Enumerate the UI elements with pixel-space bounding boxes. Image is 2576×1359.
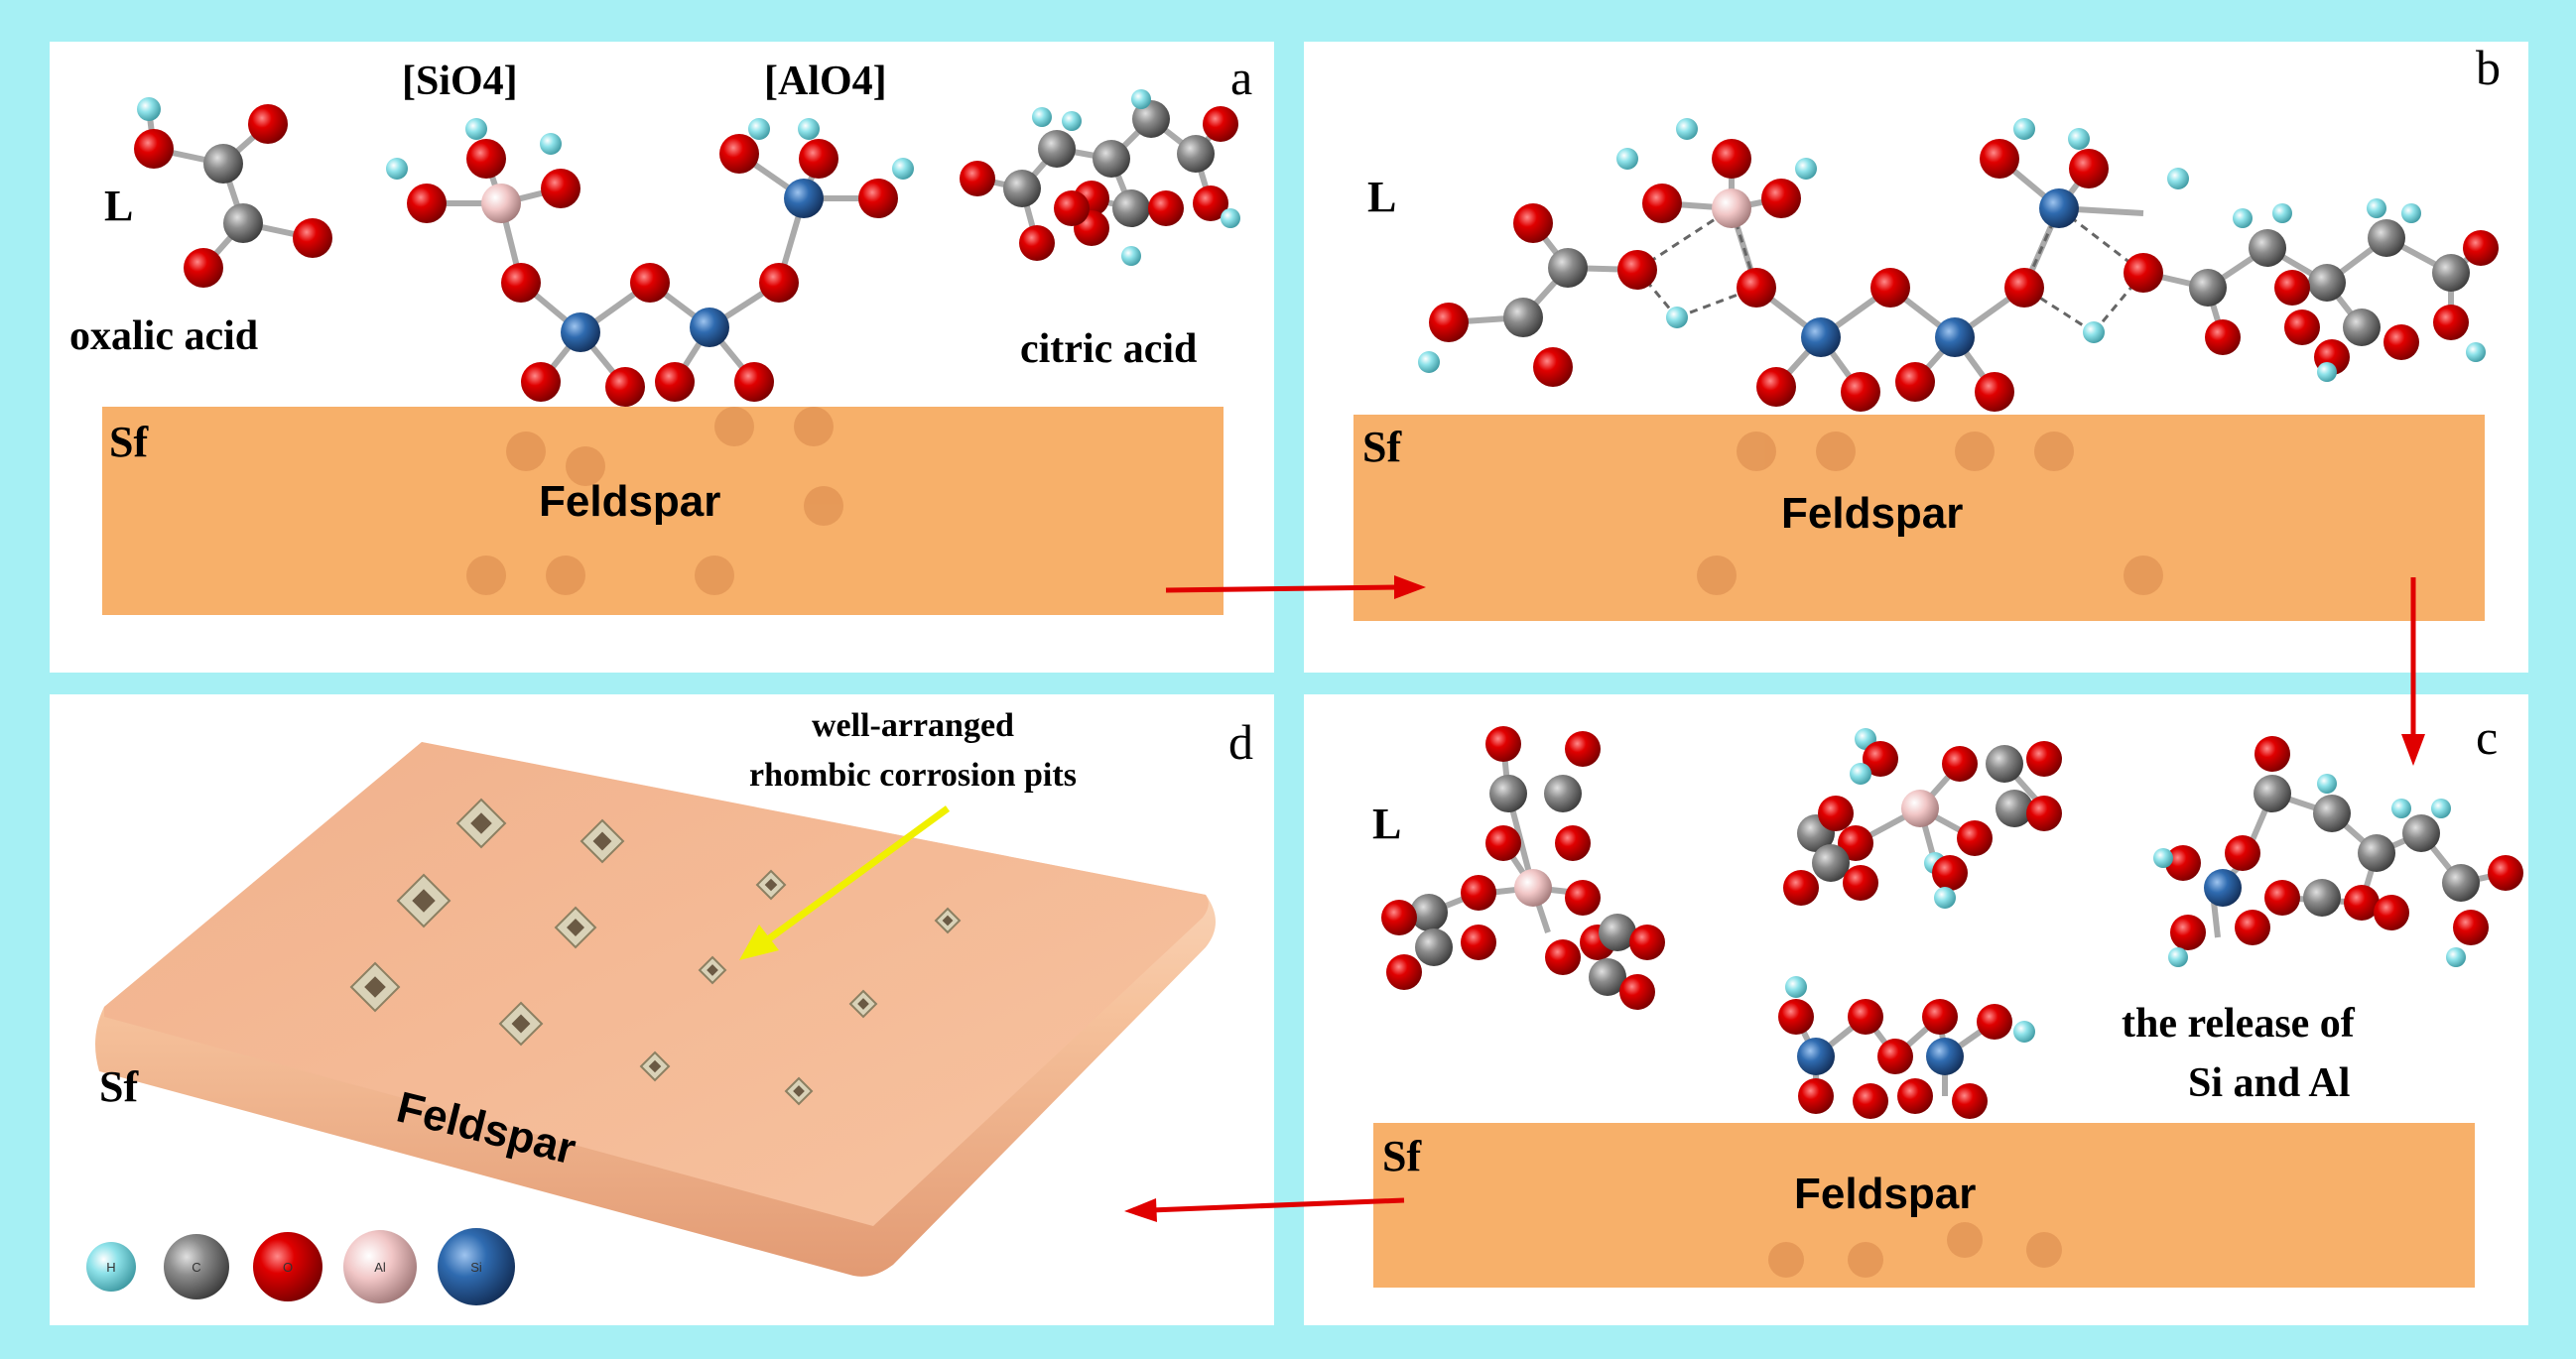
legend-ball-al — [343, 1230, 417, 1303]
corrosion-pit-core — [567, 919, 584, 936]
label-pits-1: well-arranged — [812, 707, 1014, 744]
corrosion-pit-core — [707, 964, 718, 976]
corrosion-pit-core — [592, 831, 612, 851]
label-pits-2: rhombic corrosion pits — [749, 757, 1077, 794]
feldspar-slab-c — [1373, 1123, 2475, 1288]
label-sf-c: Sf — [1382, 1132, 1422, 1180]
label-sf-b: Sf — [1362, 423, 1402, 471]
legend-label-o: O — [283, 1260, 293, 1275]
panel-letter-d: d — [1228, 714, 1253, 770]
arrows — [1124, 575, 2425, 1222]
legend-label-si: Si — [470, 1260, 482, 1275]
atoms-b — [1418, 118, 2499, 412]
label-citric-acid: citric acid — [1020, 326, 1197, 372]
corrosion-pit-core — [764, 878, 778, 892]
label-release-1: the release of — [2122, 1001, 2356, 1047]
label-feldspar-a: Feldspar — [539, 477, 720, 526]
panel-letter-a: a — [1230, 50, 1252, 105]
atoms-citric-a — [960, 89, 1240, 266]
label-sf-d: Sf — [99, 1062, 139, 1111]
panel-letter-b: b — [2476, 40, 2501, 95]
label-oxalic-acid: oxalic acid — [69, 313, 258, 359]
legend-label-c: C — [192, 1260, 200, 1275]
label-feldspar-c: Feldspar — [1794, 1170, 1976, 1218]
legend: H C O Al Si — [86, 1228, 515, 1305]
label-sio4: [SiO4] — [402, 59, 518, 104]
atoms-c — [1381, 726, 2523, 1119]
feldspar-slab-3d — [95, 742, 1216, 1277]
yellow-arrow — [739, 805, 951, 960]
corrosion-pit-core — [793, 1085, 805, 1097]
corrosion-pit-core — [942, 915, 954, 927]
label-L-a: L — [104, 182, 133, 230]
panel-letter-c: c — [2476, 709, 2498, 765]
label-L-c: L — [1372, 800, 1401, 848]
embedded-atoms — [466, 407, 2163, 1278]
legend-ball-o — [253, 1232, 322, 1301]
atoms-oxalic-a — [134, 97, 332, 288]
label-L-b: L — [1367, 173, 1396, 221]
legend-ball-si — [438, 1228, 515, 1305]
feldspar-slab-b — [1353, 415, 2485, 621]
corrosion-pit-core — [470, 812, 492, 834]
label-alo4: [AlO4] — [764, 59, 887, 104]
legend-label-h: H — [106, 1260, 115, 1275]
label-sf-a: Sf — [109, 418, 149, 466]
corrosion-pit-core — [511, 1014, 531, 1034]
corrosion-pit-core — [412, 889, 436, 913]
legend-ball-c — [164, 1234, 229, 1299]
corrosion-pit-core — [648, 1059, 662, 1073]
legend-ball-h — [86, 1242, 136, 1292]
label-feldspar-b: Feldspar — [1781, 489, 1963, 538]
atoms-framework-a — [386, 118, 914, 407]
corrosion-pit-core — [857, 998, 869, 1010]
legend-label-al: Al — [374, 1260, 386, 1275]
feldspar-slab-a — [102, 407, 1224, 615]
corrosion-pits — [349, 798, 962, 1106]
corrosion-pit-core — [364, 976, 386, 998]
label-release-2: Si and Al — [2188, 1060, 2350, 1106]
